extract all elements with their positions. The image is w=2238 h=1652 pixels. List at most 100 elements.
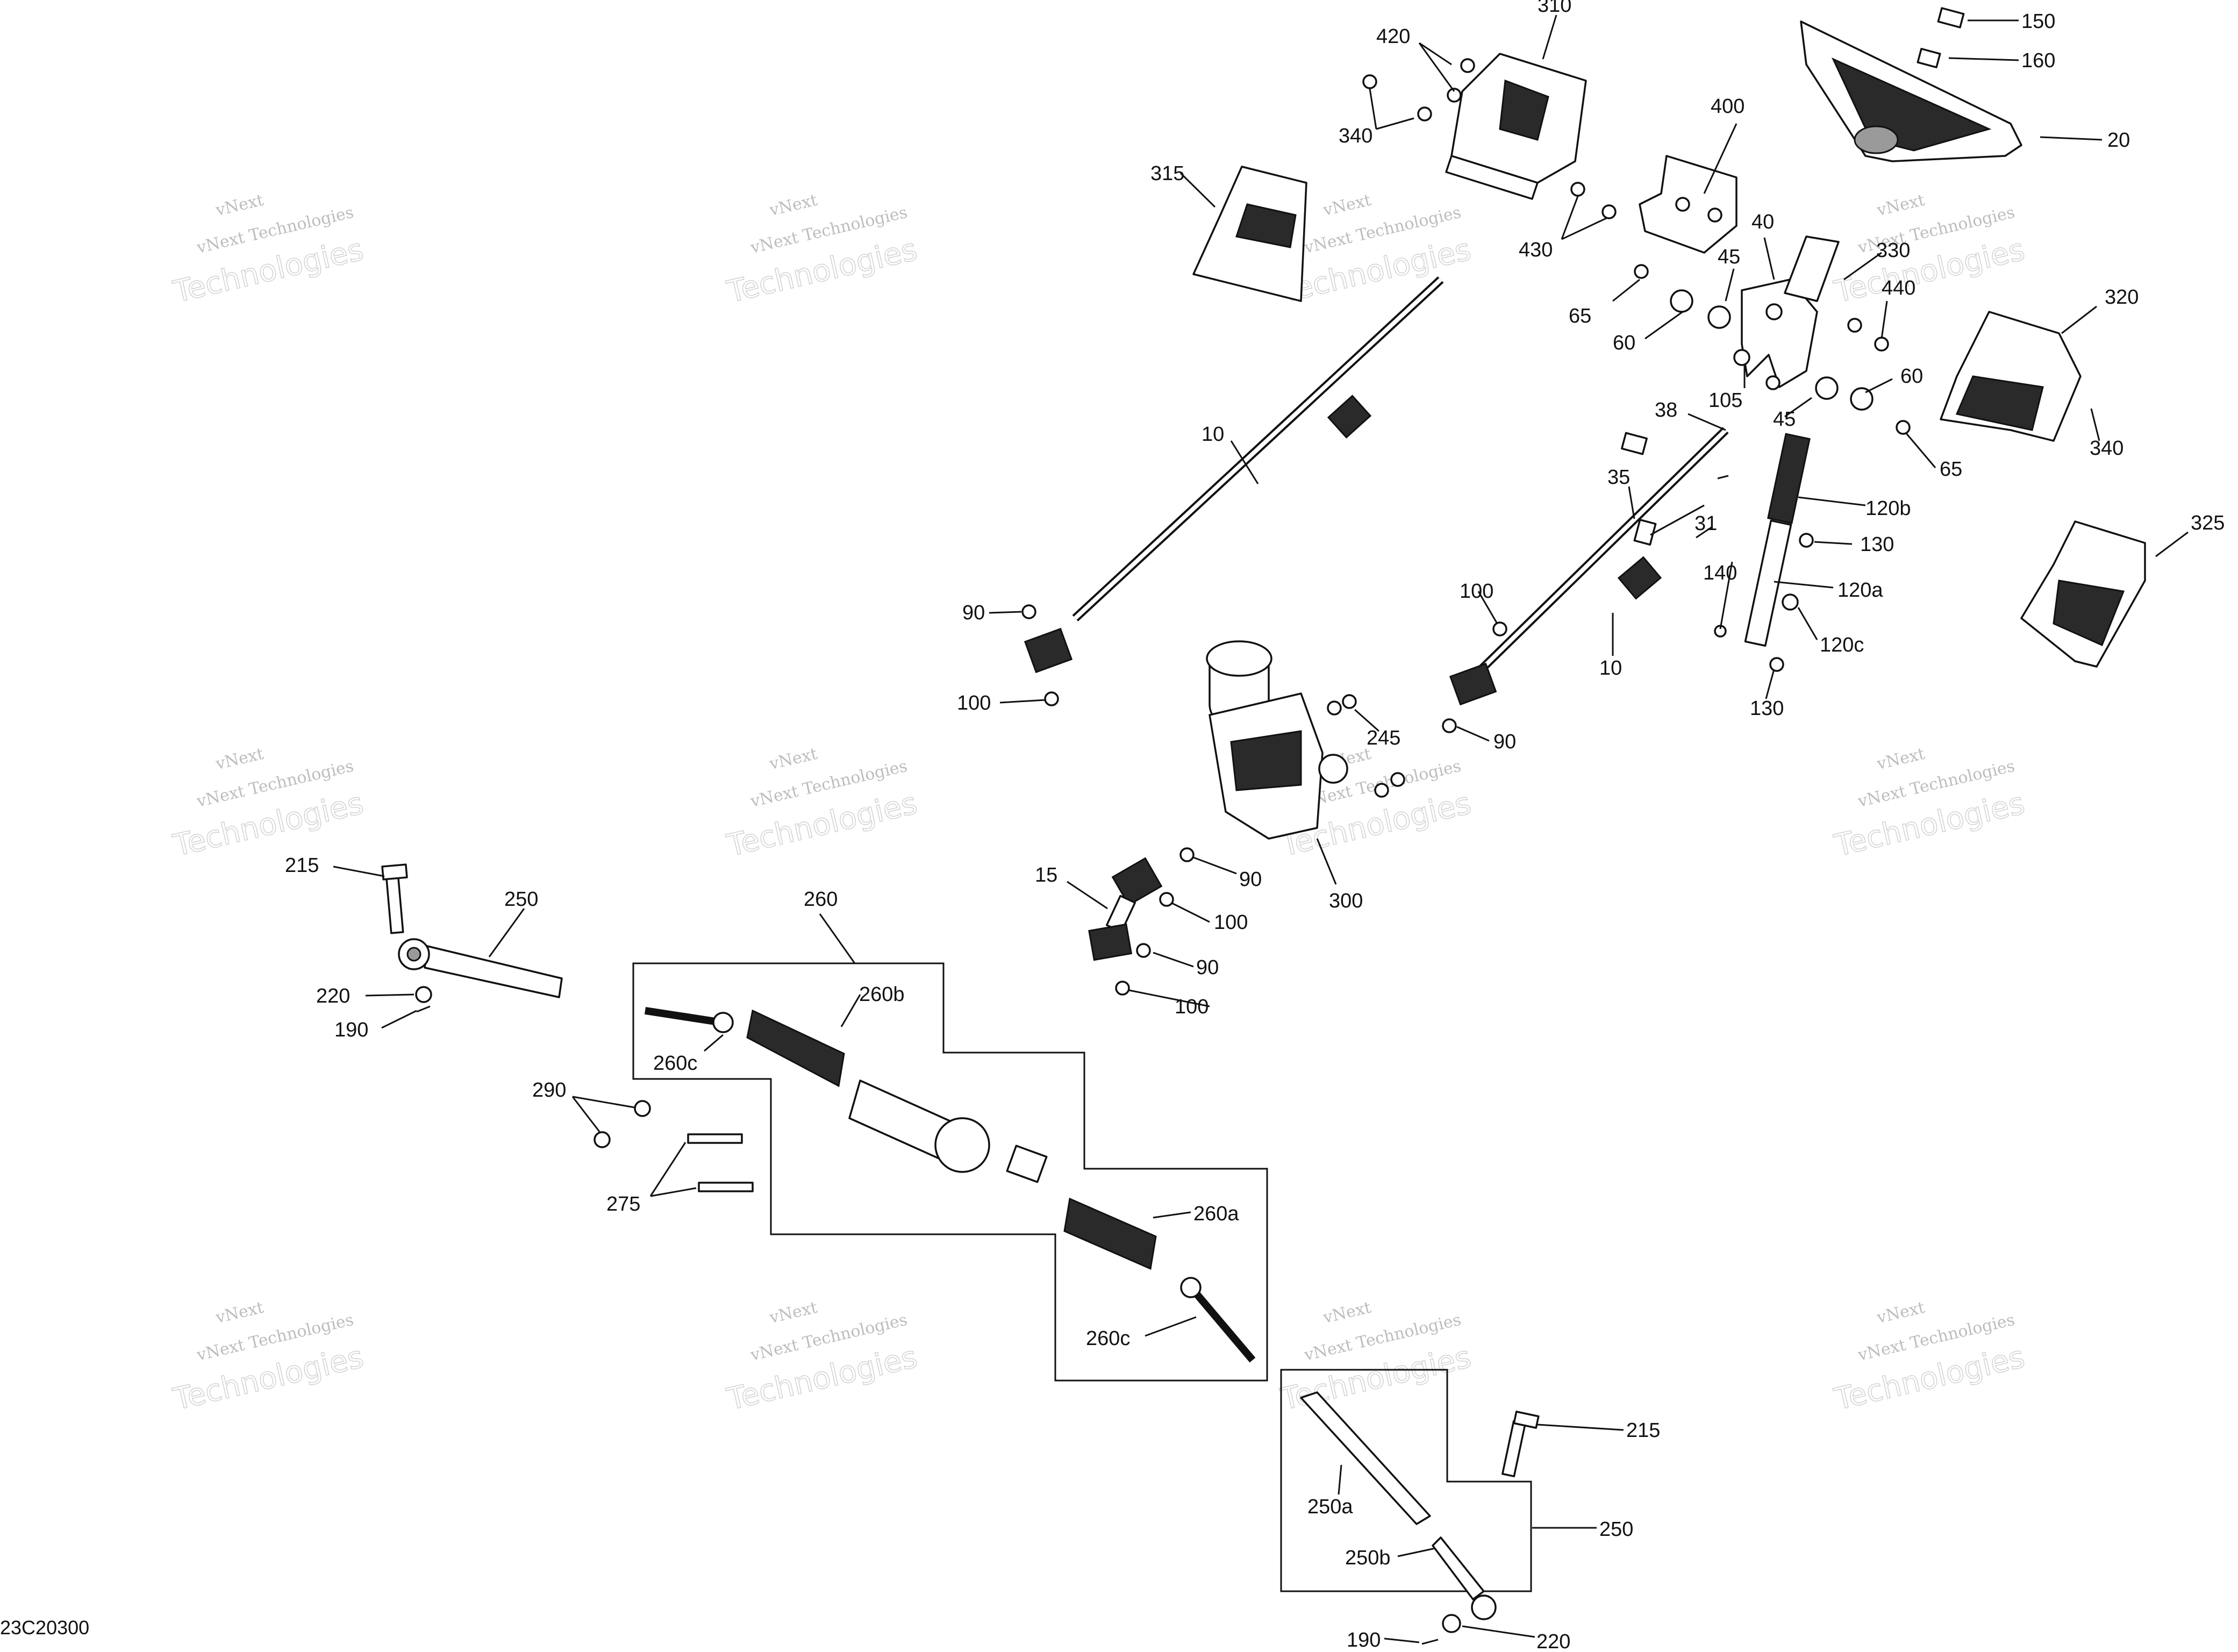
callout-120c: 120c <box>1820 634 1864 656</box>
callout-340: 340 <box>1339 125 1372 147</box>
callout-340-b: 340 <box>2090 437 2123 460</box>
fasteners <box>1021 58 1911 996</box>
part-pin-190-bottom <box>1421 1639 1439 1645</box>
watermark-4: vNext vNext Technologies Technologies <box>1831 191 2028 310</box>
part-bracket-310 <box>1445 53 1587 200</box>
callout-400: 400 <box>1711 95 1744 118</box>
part-tie-rod-250 <box>398 938 563 998</box>
watermark-line1: vNext <box>767 1298 819 1328</box>
callout-65-b: 65 <box>1940 458 1962 481</box>
callout-215-b: 215 <box>1626 1419 1660 1442</box>
part-telescopic-120 <box>1744 433 1811 647</box>
part-nut-220 <box>415 986 432 1003</box>
part-bracket-400 <box>1639 155 1738 254</box>
watermark-12: vNext vNext Technologies Technologies <box>1831 1298 2028 1418</box>
callout-250-b: 250 <box>1599 1518 1633 1541</box>
callout-130: 130 <box>1860 533 1894 556</box>
callout-labels: 310 420 340 150 160 20 400 315 430 40 33… <box>285 0 2225 1652</box>
callout-310: 310 <box>1538 0 1571 17</box>
callout-420: 420 <box>1376 25 1410 48</box>
callout-20: 20 <box>2107 129 2130 152</box>
callout-60: 60 <box>1613 332 1635 354</box>
callout-330: 330 <box>1876 239 1910 262</box>
callout-260c: 260c <box>653 1052 697 1075</box>
callout-250a: 250a <box>1307 1496 1353 1518</box>
callout-190: 190 <box>334 1019 368 1041</box>
callout-245: 245 <box>1367 727 1400 749</box>
callout-90: 90 <box>962 602 985 624</box>
part-column-support-40 <box>1741 235 1840 388</box>
watermark-9: vNext vNext Technologies Technologies <box>169 1298 367 1418</box>
callout-45: 45 <box>1718 246 1740 268</box>
watermark-line1: vNext <box>1321 191 1372 220</box>
callout-120a: 120a <box>1837 579 1883 602</box>
group-outline-260 <box>632 962 1268 1382</box>
callout-190-b: 190 <box>1347 1629 1381 1651</box>
part-steering-shaft-10 <box>1024 276 1444 674</box>
watermark-line1: vNext <box>1875 191 1926 220</box>
callout-31: 31 <box>1694 512 1717 535</box>
watermark-line1: vNext <box>213 745 265 774</box>
callout-90-d: 90 <box>1196 956 1219 979</box>
watermark-line1: vNext <box>1321 1298 1372 1328</box>
callout-275: 275 <box>606 1193 640 1215</box>
callout-315: 315 <box>1150 162 1184 185</box>
callout-260: 260 <box>804 888 838 911</box>
part-pin-190 <box>416 1005 431 1013</box>
callout-260c-b: 260c <box>1086 1327 1130 1350</box>
callout-260a: 260a <box>1193 1203 1239 1225</box>
callout-90-b: 90 <box>1493 731 1516 753</box>
callout-220: 220 <box>316 985 350 1007</box>
part-nut-220-bottom <box>1442 1614 1461 1633</box>
part-cover-320 <box>1940 311 2082 442</box>
leader-lines <box>333 15 2189 1643</box>
watermark-line1: vNext <box>1875 745 1926 774</box>
callout-10: 10 <box>1202 423 1224 446</box>
callout-120b: 120b <box>1865 497 1911 520</box>
callout-325: 325 <box>2191 512 2225 534</box>
callout-250b: 250b <box>1345 1547 1391 1569</box>
callout-90-c: 90 <box>1239 868 1262 891</box>
watermark-10: vNext vNext Technologies Technologies <box>723 1298 921 1418</box>
watermark-line1: vNext <box>1875 1298 1926 1328</box>
watermark-8: vNext vNext Technologies Technologies <box>1831 745 2028 864</box>
watermark-line1: vNext <box>767 745 819 774</box>
diagram-code: 23C20300 <box>0 1617 89 1639</box>
part-emblem-150 <box>1937 7 1965 28</box>
callout-100-b: 100 <box>957 692 991 714</box>
callout-290: 290 <box>532 1079 566 1102</box>
part-eps-unit-300 <box>1206 640 1348 840</box>
callout-430: 430 <box>1519 239 1553 261</box>
watermark-line1: vNext <box>213 191 265 220</box>
part-bolt-215 <box>381 863 408 934</box>
part-bolts-275 <box>687 1133 754 1192</box>
callout-100: 100 <box>1460 580 1493 603</box>
callout-100-d: 100 <box>1175 996 1209 1018</box>
callout-160: 160 <box>2021 49 2055 72</box>
watermark-5: vNext vNext Technologies Technologies <box>169 745 367 864</box>
part-bolt-215-right <box>1501 1411 1540 1477</box>
callout-130-b: 130 <box>1750 697 1784 720</box>
part-cover-315 <box>1192 166 1307 302</box>
callout-35: 35 <box>1607 466 1630 489</box>
callout-300: 300 <box>1329 890 1363 912</box>
callout-40: 40 <box>1751 211 1774 233</box>
watermark-11: vNext vNext Technologies Technologies <box>1277 1298 1475 1418</box>
callout-140: 140 <box>1703 562 1737 584</box>
callout-250: 250 <box>504 888 538 911</box>
callout-215: 215 <box>285 854 319 877</box>
callout-38: 38 <box>1655 399 1677 421</box>
callout-260b: 260b <box>859 983 905 1006</box>
callout-10-b: 10 <box>1599 657 1622 680</box>
part-u-joint-15 <box>1088 857 1163 961</box>
callout-60-b: 60 <box>1900 365 1923 388</box>
callout-105: 105 <box>1708 389 1742 412</box>
group-outline-250 <box>1280 1369 1532 1592</box>
part-bolts-290 <box>594 1100 651 1148</box>
watermark-1: vNext vNext Technologies Technologies <box>169 191 367 310</box>
callout-220-b: 220 <box>1536 1630 1570 1652</box>
part-cover-325 <box>2020 520 2146 668</box>
callout-150: 150 <box>2021 10 2055 33</box>
part-cap-160 <box>1917 48 1941 68</box>
